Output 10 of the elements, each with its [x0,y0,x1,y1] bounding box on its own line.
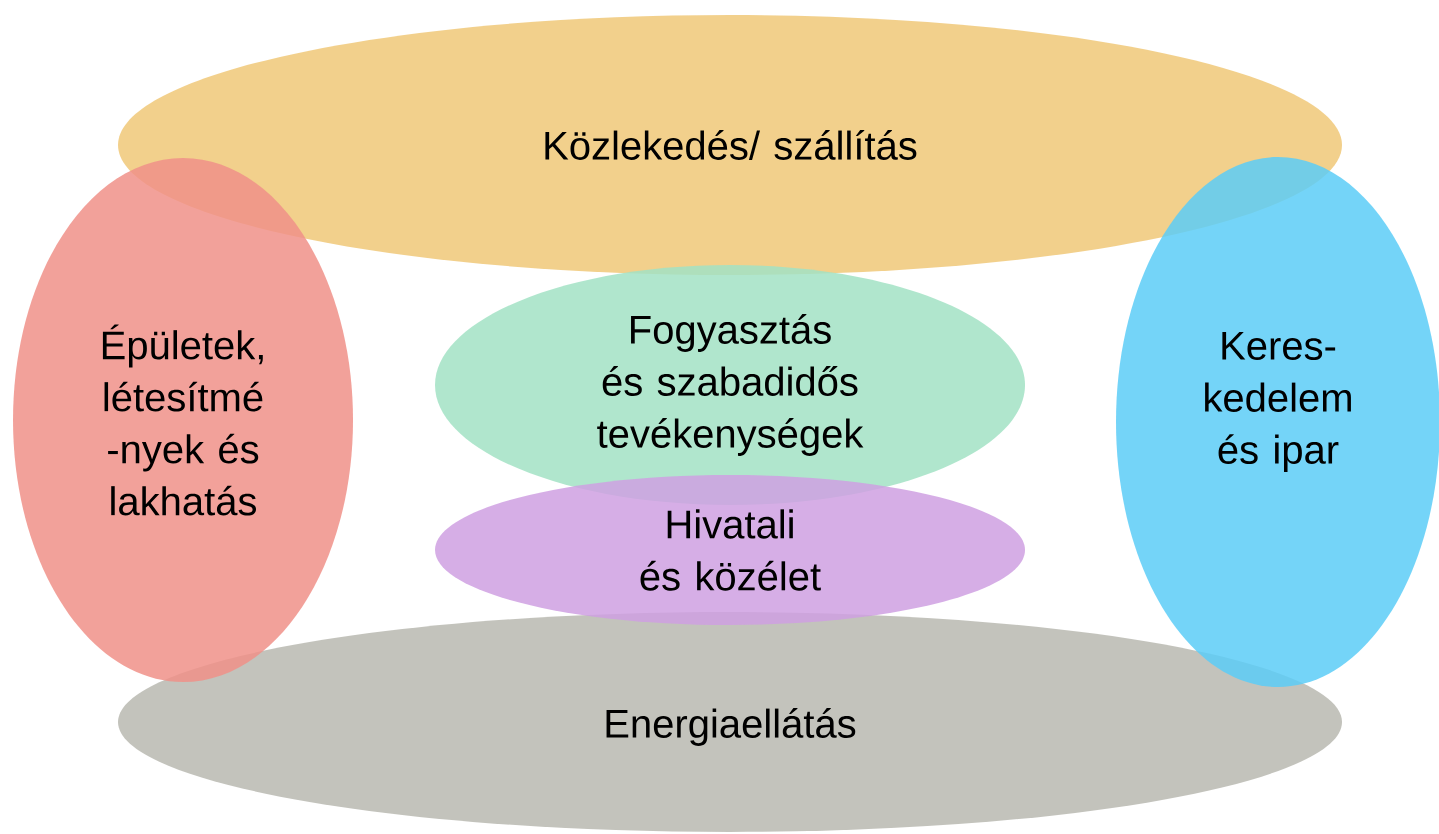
ellipse-label: Hivatali és közélet [640,509,821,591]
ellipse-shape [435,475,1025,625]
ellipse-label: Közlekedés/ szállítás [545,130,917,160]
ellipse-label: Épületek, létesítmé -nyek és lakhatás [102,324,263,516]
ellipse-shape [13,158,353,682]
ellipse-shape [118,15,1342,275]
ellipse-label: Keres- kedelem és ipar [1205,332,1351,472]
ellipse-label: Fogyasztás és szabadidős tevékenységek [597,314,864,456]
ellipse-shape [118,612,1342,832]
ellipse-label: Energiaellátás [606,708,856,746]
